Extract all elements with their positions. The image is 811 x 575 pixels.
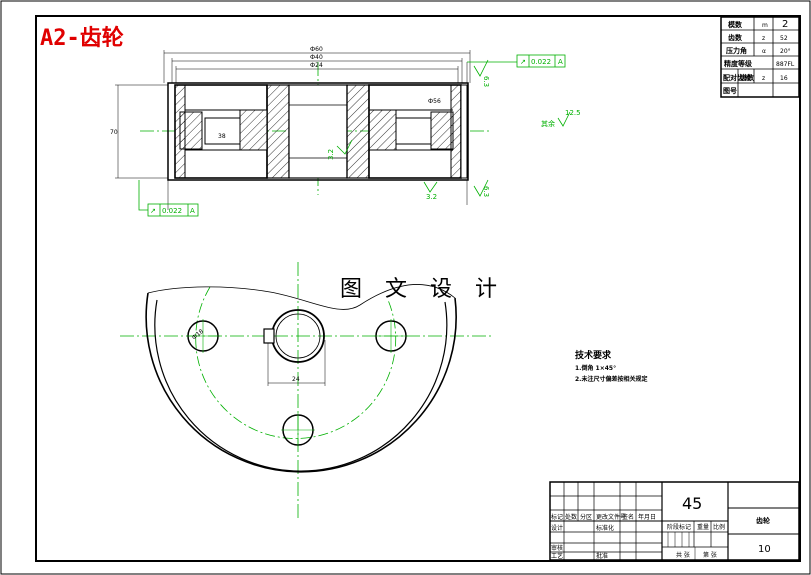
param-label-module: 模数 xyxy=(728,20,743,29)
gear-parameter-table: 模数 m 2 齿数 z 52 压力角 α 20° 精度等级 887FL 配对齿轮… xyxy=(720,16,800,98)
tb-sheet: 第 张 xyxy=(703,551,717,559)
tolerance-bottom-value: 0.022 xyxy=(162,207,182,215)
param-label-angle: 压力角 xyxy=(726,46,747,55)
tb-mark: 标记 xyxy=(551,513,563,521)
tech-heading: 技术要求 xyxy=(575,349,612,361)
roughness-r4: 3.2 xyxy=(426,193,437,201)
tb-review: 审核 xyxy=(551,544,563,552)
tb-weight: 重量 xyxy=(697,523,709,531)
tb-zone: 分区 xyxy=(580,513,592,521)
tech-requirements: 技术要求 1.倒角 1×45° 2.未注尺寸偏差按相关规定 xyxy=(575,349,647,383)
roughness-r3: 12.5 xyxy=(565,109,581,117)
dim-inner1: Ф40 xyxy=(310,54,323,61)
tb-total: 共 张 xyxy=(676,551,690,559)
tolerance-top-right: ↗ 0.022 A xyxy=(467,54,566,68)
tb-standard: 标准化 xyxy=(596,524,614,532)
tb-approve: 批准 xyxy=(596,552,608,560)
roughness-r1: 6.3 xyxy=(482,76,490,87)
roughness-r2: 3.2 xyxy=(327,149,335,160)
tb-process: 工艺 xyxy=(551,552,563,560)
dim-inner2: Ф24 xyxy=(310,62,323,69)
inner-frame xyxy=(35,15,801,562)
param-sym-module: m xyxy=(762,22,768,29)
param-sym2-mate: z xyxy=(762,75,765,82)
tolerance-symbol-icon: ↗ xyxy=(520,58,526,66)
param-label-mate: 配对齿轮 xyxy=(723,73,751,82)
sheet-number: 10 xyxy=(758,544,771,555)
param-value-module: 2 xyxy=(782,19,788,30)
tb-date: 年月日 xyxy=(638,513,656,521)
tb-sign: 签名 xyxy=(622,513,634,521)
roughness-rest: 其余 xyxy=(541,119,555,128)
material-label: 45 xyxy=(682,494,702,513)
param-sym-angle: α xyxy=(762,48,766,55)
param-sym-teeth: z xyxy=(762,35,765,42)
roughness-symbols: 6.3 3.2 3.2 6.3 12.5 其余 xyxy=(327,59,581,201)
tb-scale: 比例 xyxy=(713,523,725,531)
tolerance-top-datum: A xyxy=(558,58,563,66)
tolerance-bottom-datum: A xyxy=(190,207,195,215)
tb-count: 处数 xyxy=(565,513,577,521)
param-label-teeth: 齿数 xyxy=(728,33,743,42)
param-value-mate: 16 xyxy=(780,75,788,82)
tb-design: 设计 xyxy=(551,524,563,532)
tolerance-top-value: 0.022 xyxy=(531,58,551,66)
param-label-grade: 精度等级 xyxy=(724,59,753,68)
dim-height: 70 xyxy=(110,129,118,136)
roughness-r5: 6.3 xyxy=(482,186,490,197)
drawing-title: A2-齿轮 xyxy=(40,25,124,51)
dim-bore: 38 xyxy=(218,133,226,140)
part-name: 齿轮 xyxy=(756,516,770,525)
tolerance-symbol-icon: ↗ xyxy=(150,207,156,215)
tolerance-bottom-left: ↗ 0.022 A xyxy=(138,180,199,217)
tb-stage: 阶段标记 xyxy=(667,523,691,531)
dim-overall: Ф60 xyxy=(310,46,323,53)
section-view: Ф60 Ф40 Ф24 70 38 Ф56 xyxy=(110,46,490,210)
dim-keyway: 24 xyxy=(292,376,300,383)
title-block: 标记 处数 分区 更改文件号 签名 年月日 设计 审核 工艺 标准化 批准 45… xyxy=(549,481,800,561)
param-value-angle: 20° xyxy=(780,48,791,55)
param-label-drawingno: 图号 xyxy=(723,86,737,95)
dim-rib: Ф56 xyxy=(428,98,441,105)
param-sym-mate: 齿数 xyxy=(740,73,755,82)
param-value-teeth: 52 xyxy=(780,35,788,42)
tech-item-2: 2.未注尺寸偏差按相关规定 xyxy=(575,375,647,383)
watermark-text: 图 文 设 计 xyxy=(340,277,505,302)
tech-item-1: 1.倒角 1×45° xyxy=(575,364,616,372)
param-value-grade: 887FL xyxy=(776,61,795,68)
tb-change: 更改文件号 xyxy=(596,513,626,521)
